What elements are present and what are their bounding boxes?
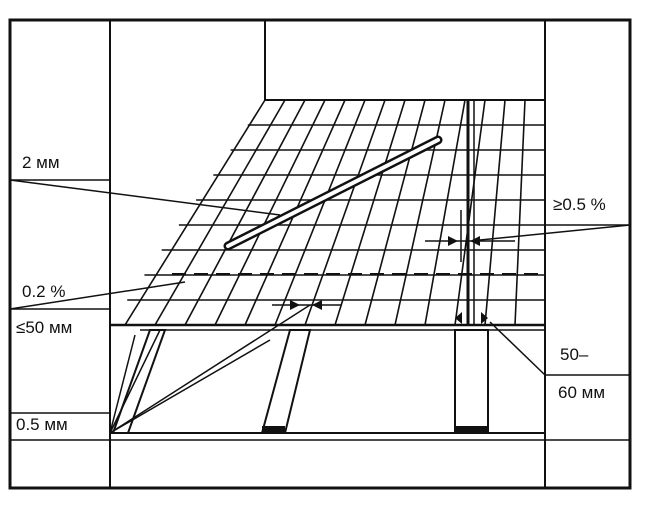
leader-slope-long <box>479 224 631 241</box>
gap-arrows-center <box>272 300 342 310</box>
label-thickness: 2 мм <box>22 153 60 172</box>
leader-slope <box>9 281 186 310</box>
leader-joint <box>489 321 546 376</box>
support-beams <box>111 329 489 434</box>
leader-gap-2 <box>109 334 136 434</box>
label-slope-long: ≥0.5 % <box>553 195 606 214</box>
joint-arrows <box>455 312 488 324</box>
label-joint-bottom: 60 мм <box>558 383 605 402</box>
tile-grid <box>110 99 546 326</box>
leader-gap-4 <box>109 339 271 434</box>
label-spacing: ≤50 мм <box>16 318 72 337</box>
label-gap: 0.5 мм <box>16 415 68 434</box>
straightedge-bar <box>223 135 443 251</box>
gap-arrows-right <box>425 210 515 262</box>
leader-gap-3 <box>109 329 161 434</box>
outer-frame <box>8 18 632 490</box>
leader-gap-1 <box>109 304 311 434</box>
leader-thickness <box>9 179 281 216</box>
label-slope-cross: 0.2 % <box>22 282 65 301</box>
label-joint-top: 50– <box>560 345 589 364</box>
